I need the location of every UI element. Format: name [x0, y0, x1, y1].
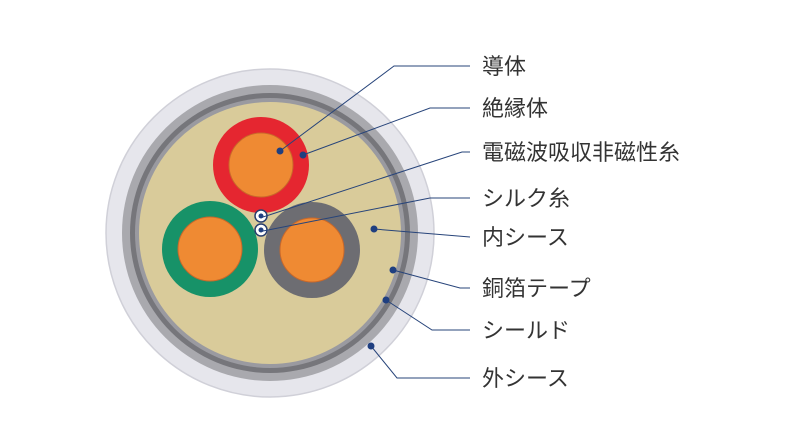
- dot-shield: [382, 296, 390, 304]
- core-green: [162, 201, 258, 297]
- core-red: [213, 117, 309, 213]
- label-shield: シールド: [482, 319, 570, 344]
- dot-silk-thread: [258, 227, 264, 233]
- dot-emi-absorber: [258, 213, 264, 219]
- label-insulation: 絶縁体: [482, 97, 548, 122]
- label-emi-absorber: 電磁波吸収非磁性糸: [482, 141, 680, 166]
- labels: 導体 絶縁体 電磁波吸収非磁性糸 シルク糸 内シース 銅箔テープ シールド 外シ…: [482, 55, 680, 392]
- dot-copper-tape: [389, 266, 397, 274]
- label-conductor: 導体: [482, 55, 526, 80]
- label-outer-sheath: 外シース: [482, 367, 569, 392]
- core-gray: [264, 202, 360, 298]
- label-inner-sheath: 内シース: [482, 226, 569, 251]
- dot-outer-sheath: [367, 342, 375, 350]
- leader-copper-tape: [392, 269, 470, 289]
- dot-insulation: [299, 151, 307, 159]
- leader-lines: [262, 65, 471, 379]
- dot-inner-sheath: [370, 225, 378, 233]
- leader-insulation: [302, 107, 470, 156]
- label-silk-thread: シルク糸: [482, 187, 570, 212]
- leader-shield: [385, 299, 470, 331]
- leader-conductor: [279, 65, 470, 152]
- leader-dots: [258, 147, 397, 350]
- leader-outer-sheath: [370, 345, 470, 379]
- conductor-red: [228, 132, 294, 198]
- leader-silk-thread: [262, 197, 470, 232]
- conductor-gray: [279, 217, 345, 283]
- label-copper-tape: 銅箔テープ: [482, 277, 591, 302]
- leader-inner-sheath: [373, 228, 471, 238]
- leader-emi-absorber: [262, 151, 470, 218]
- dot-conductor: [276, 147, 284, 155]
- conductor-green: [177, 216, 243, 282]
- cable-cross-section: [105, 68, 435, 398]
